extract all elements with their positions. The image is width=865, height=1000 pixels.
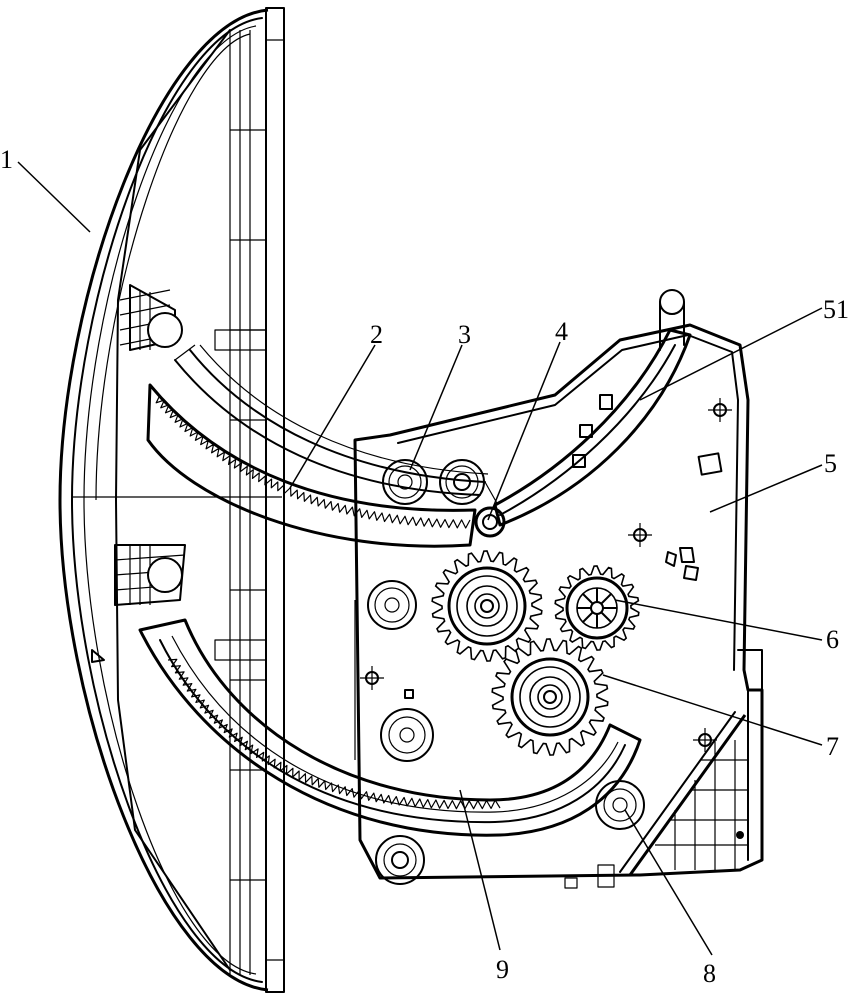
gear-main xyxy=(431,550,543,662)
roller-bottom-left xyxy=(375,835,425,885)
roller-3b xyxy=(439,459,485,505)
roller-mid-left xyxy=(367,580,417,630)
roller-3 xyxy=(382,459,428,505)
upper-rack xyxy=(146,344,499,548)
lower-hinge-bracket xyxy=(114,544,186,606)
upper-hinge-bracket xyxy=(119,284,183,351)
gear-7 xyxy=(491,638,609,756)
mount-boss-2 xyxy=(628,523,652,547)
leader-lines xyxy=(17,161,823,956)
label-part-1: 1 xyxy=(0,145,13,174)
label-part-6: 6 xyxy=(826,625,839,654)
label-part-8: 8 xyxy=(703,959,716,988)
mount-boss-3 xyxy=(360,666,384,690)
label-part-9: 9 xyxy=(496,955,509,984)
part-labels: 1 2 3 4 51 5 6 7 8 9 xyxy=(0,145,849,988)
panel-shell xyxy=(58,7,285,993)
mount-boss-1 xyxy=(708,398,732,422)
label-part-3: 3 xyxy=(458,320,471,349)
label-part-5: 5 xyxy=(824,449,837,478)
label-part-4: 4 xyxy=(555,317,568,346)
lower-rack xyxy=(138,618,642,837)
arm-51 xyxy=(493,289,692,527)
triangle-mark xyxy=(91,649,105,663)
mount-boss-4 xyxy=(693,728,717,752)
gear-6 xyxy=(554,565,640,651)
roller-lower-left xyxy=(380,708,434,762)
label-part-7: 7 xyxy=(826,732,839,761)
label-part-2: 2 xyxy=(370,320,383,349)
label-part-51: 51 xyxy=(823,295,849,324)
roller-8 xyxy=(595,780,645,830)
